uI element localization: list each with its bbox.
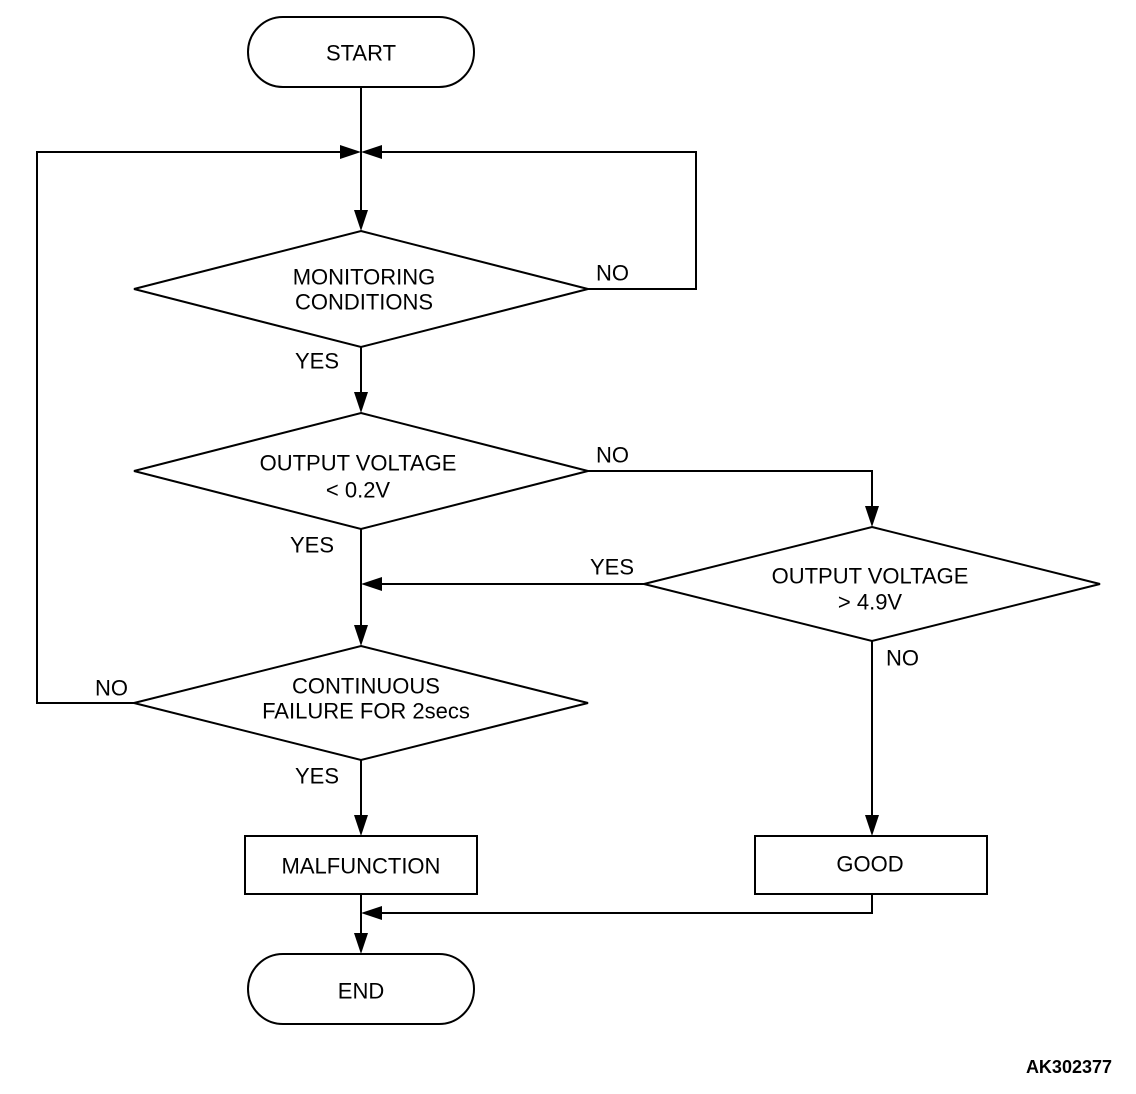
malfunction-node: MALFUNCTION — [244, 835, 478, 895]
arrowhead-monitoring — [354, 210, 368, 231]
good-label: GOOD — [836, 852, 903, 877]
arrowhead-loop-left — [340, 145, 361, 159]
monitoring-label-line2: CONDITIONS — [295, 290, 433, 315]
high-voltage-decision: OUTPUT VOLTAGE > 4.9V — [643, 525, 1101, 643]
connector-good-end — [378, 894, 873, 914]
arrowhead-lowv — [354, 392, 368, 413]
lowv-label-line2: < 0.2V — [326, 478, 391, 503]
arrowhead-end — [354, 933, 368, 954]
arrowhead-highv — [865, 506, 879, 527]
continuous-label-line2: FAILURE FOR 2secs — [262, 699, 470, 724]
monitoring-conditions-decision: MONITORING CONDITIONS — [133, 229, 589, 349]
end-label: END — [338, 979, 384, 1004]
start-node: START — [247, 16, 475, 88]
highv-no-label: NO — [886, 646, 919, 671]
good-node: GOOD — [754, 835, 988, 895]
start-label: START — [326, 41, 396, 66]
lowv-no-label: NO — [596, 443, 629, 468]
monitoring-label-line1: MONITORING — [293, 265, 436, 290]
highv-yes-label: YES — [590, 555, 634, 580]
arrowhead-merge-good — [361, 906, 382, 920]
arrowhead-malfunction — [354, 815, 368, 836]
lowv-label-line1: OUTPUT VOLTAGE — [260, 451, 457, 476]
highv-label-line1: OUTPUT VOLTAGE — [772, 564, 969, 589]
arrowhead-loop-right — [361, 145, 382, 159]
arrowhead-continuous — [354, 625, 368, 646]
monitoring-yes-label: YES — [295, 349, 339, 374]
connector-continuous-no-loop — [36, 151, 344, 704]
connector-lowv-no — [588, 470, 873, 508]
continuous-failure-decision: CONTINUOUS FAILURE FOR 2secs — [133, 644, 589, 762]
monitoring-no-label: NO — [596, 261, 629, 286]
lowv-yes-label: YES — [290, 533, 334, 558]
end-node: END — [247, 953, 475, 1025]
continuous-no-label: NO — [95, 676, 128, 701]
malfunction-label: MALFUNCTION — [282, 854, 441, 879]
connector-monitoring-no-loop — [378, 151, 697, 290]
continuous-yes-label: YES — [295, 764, 339, 789]
continuous-label-line1: CONTINUOUS — [292, 674, 440, 699]
highv-label-line2: > 4.9V — [838, 590, 903, 615]
arrowhead-good — [865, 815, 879, 836]
low-voltage-decision: OUTPUT VOLTAGE < 0.2V — [133, 411, 589, 531]
figure-id: AK302377 — [1026, 1057, 1112, 1077]
arrowhead-merge-yes — [361, 577, 382, 591]
